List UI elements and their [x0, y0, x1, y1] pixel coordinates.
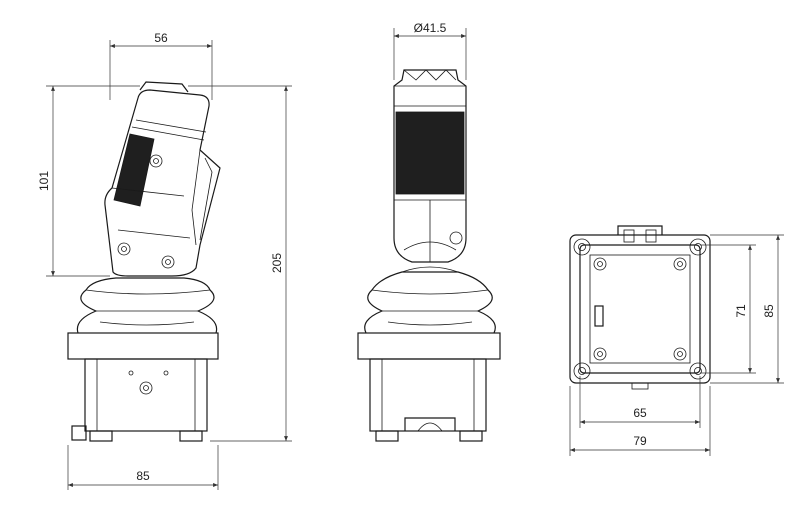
top-corner-screws — [573, 238, 707, 380]
dim-top-mount-height: 71 — [734, 304, 748, 318]
top-outer-housing — [569, 225, 711, 390]
side-bellows — [76, 277, 218, 334]
dim-top-base-width: 79 — [633, 434, 647, 448]
dim-side-grip-height: 101 — [37, 171, 51, 191]
dim-front-grip-diameter: Ø41.5 — [414, 21, 447, 35]
side-grip — [104, 81, 221, 277]
side-base-housing — [67, 332, 219, 442]
front-grip — [393, 69, 467, 263]
dim-side-base-width: 85 — [136, 469, 150, 483]
side-grip-texture — [113, 133, 155, 207]
dim-top-mount-width: 65 — [633, 406, 647, 420]
front-dimensions: Ø41.5 — [393, 21, 467, 80]
front-base-housing — [357, 332, 501, 442]
side-dimensions: 56 101 205 85 — [37, 31, 292, 490]
dim-top-base-height: 85 — [762, 304, 776, 318]
top-dimensions: 71 85 65 79 — [569, 234, 784, 456]
dim-total-height: 205 — [270, 253, 284, 273]
top-view: 71 85 65 79 — [569, 225, 784, 456]
front-bellows — [364, 266, 496, 334]
front-grip-texture — [395, 111, 465, 195]
front-view: Ø41.5 — [357, 21, 501, 442]
side-view: 56 101 205 85 — [37, 31, 292, 490]
dim-side-grip-width: 56 — [154, 31, 168, 45]
